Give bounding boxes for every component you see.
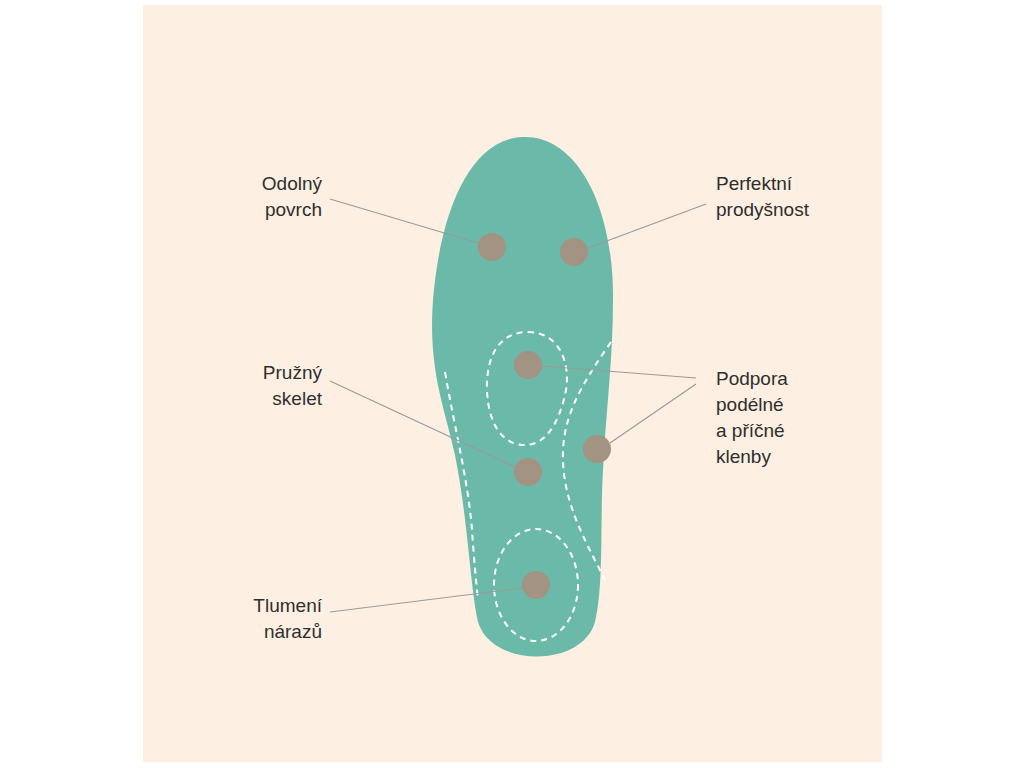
callout-label: Perfektní prodyšnost bbox=[716, 171, 826, 223]
insole-outline bbox=[432, 137, 613, 657]
background-panel bbox=[143, 5, 882, 762]
marker-dots bbox=[478, 233, 611, 599]
leader-lines bbox=[330, 199, 706, 612]
callout-label: Pružný skelet bbox=[237, 360, 322, 412]
callout-label: Tlumení nárazů bbox=[237, 593, 322, 645]
callout-label: Podpora podélné a příčné klenby bbox=[716, 366, 798, 470]
callout-label: Odolný povrch bbox=[227, 171, 322, 223]
